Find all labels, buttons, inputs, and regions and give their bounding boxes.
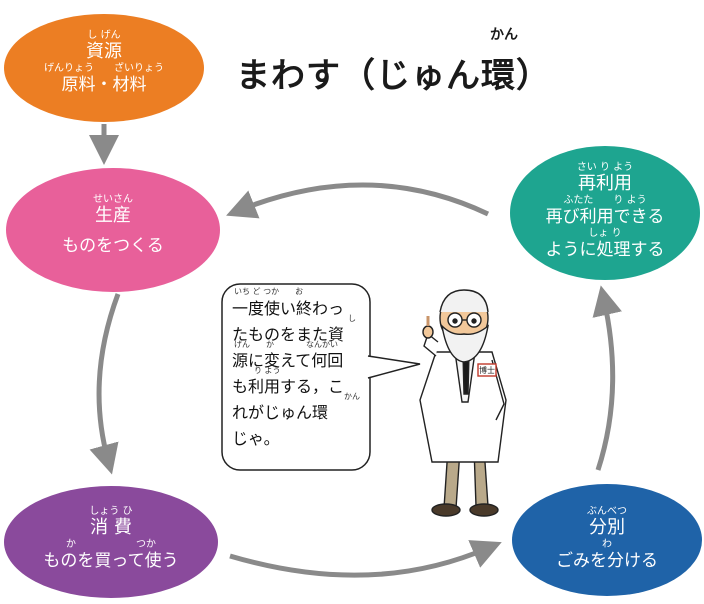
title-text: まわす（じゅん環） [236,56,551,96]
node-separate: ぶんべつ 分別 わ ごみを分ける [512,484,702,596]
speech-text: 一度使い終わっ たものをまた資 源に変えて何回 も利用する，こ れがじゅん環 じ… [232,296,368,452]
reuse-subtitle-1: 再び利用できる [545,207,665,227]
speech-bubble [221,283,421,471]
speech-ruby-2: し [348,314,356,323]
speech-line-5: れがじゅん環 [232,403,329,422]
arrow-separate-to-reuse [592,285,622,471]
separate-title: 分別 [589,517,625,538]
consume-ruby-sub: か つか [66,539,156,550]
diagram-title: かん まわす（じゅん環） [236,22,556,96]
produce-ruby: せいさん [93,194,133,205]
resource-title: 資源 [86,41,122,62]
node-produce: せいさん 生産 ものをつくる [6,168,220,292]
consume-subtitle: ものを買って使う [43,551,179,571]
arrow-produce-to-consume [89,293,121,475]
speech-ruby-1: いち ど つか お [234,287,304,296]
produce-title: 生産 [95,205,131,226]
title-ruby: かん [490,27,518,43]
produce-subtitle: ものをつくる [62,236,164,256]
node-reuse: さい り よう 再利用 ふたた り よう 再び利用できる しょ り ように処理す… [510,146,700,280]
speech-line-2: たものをまた資 [232,325,345,344]
reuse-ruby-sub2: しょ り [588,228,622,239]
reuse-ruby-sub: ふたた り よう [563,195,647,206]
arrow-consume-to-separate [229,540,502,578]
separate-ruby: ぶんべつ [587,506,627,517]
separate-subtitle: ごみを分ける [556,551,658,571]
reuse-subtitle-2: ように処理する [545,240,665,260]
reuse-ruby: さい り よう [576,162,634,173]
separate-ruby-sub: わ [602,539,612,550]
consume-title: 消 費 [90,517,132,538]
speech-ruby-4: り よう [254,366,281,375]
speech-ruby-3: げん か なんかい [234,340,338,349]
node-resource: し げん 資源 げんりょう ざいりょう 原料・材料 [4,14,204,122]
speech-line-3: 源に変えて何回 [232,351,344,370]
professor-badge: 博士 [479,365,495,375]
node-consume: しょう ひ 消 費 か つか ものを買って使う [4,486,218,598]
reuse-title: 再利用 [578,173,632,194]
speech-line-1: 一度使い終わっ [232,299,345,318]
resource-ruby-sub: げんりょう ざいりょう [44,63,164,74]
resource-ruby: し げん [87,30,121,41]
speech-line-4: も利用する，こ [232,377,345,396]
speech-line-6: じゃ。 [232,429,280,448]
consume-ruby: しょう ひ [89,506,133,517]
resource-subtitle: 原料・材料 [61,75,147,95]
professor-character [419,289,507,517]
arrow-reuse-to-produce [226,182,490,219]
speech-ruby-5: かん [344,392,360,401]
